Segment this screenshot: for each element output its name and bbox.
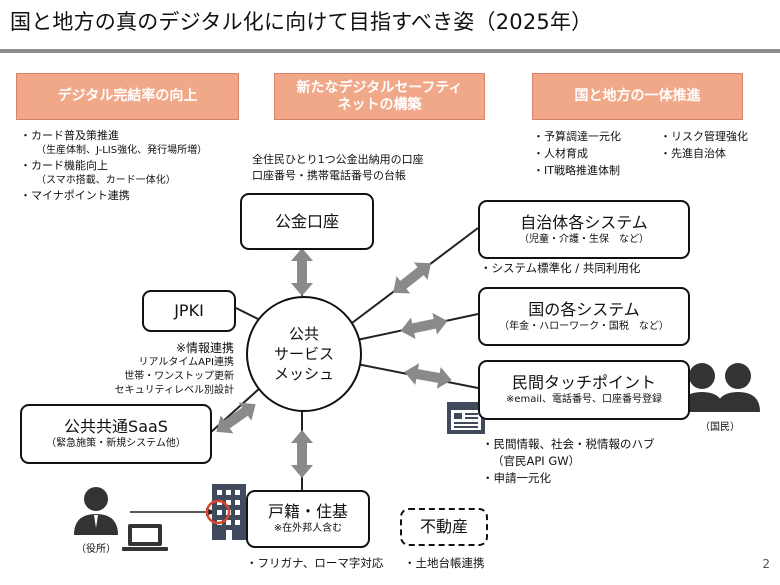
digital-completion-notes: ・カード普及策推進 （生産体制、J-LIS強化、発行場所増） ・カード機能向上 … bbox=[20, 128, 207, 203]
node-jpki: JPKI bbox=[142, 290, 236, 332]
hub-line1: 公共 bbox=[288, 325, 319, 343]
note-application-unification: ・申請一元化 bbox=[482, 471, 551, 485]
office-label: （役所） bbox=[76, 544, 116, 555]
integration-notes-col1: ・予算調達一元化 ・人材育成 ・IT戦略推進体制 bbox=[533, 128, 621, 179]
banner-digital-completion: デジタル完結率の向上 bbox=[16, 73, 239, 120]
double-arrow-saas bbox=[210, 395, 262, 441]
banner-digital-safety-net: 新たなデジタルセーフティネットの構築 bbox=[274, 73, 485, 120]
person-pair-icon bbox=[680, 363, 760, 412]
node-private-touchpoint-label: 民間タッチポイント bbox=[511, 373, 656, 392]
node-municipal-systems: 自治体各システム （児童・介護・生保 など） bbox=[478, 200, 690, 259]
family-register-note: ・フリガナ、ローマ字対応 bbox=[246, 556, 384, 570]
note-mynapoint: ・マイナポイント連携 bbox=[20, 189, 130, 202]
note-card-function-detail: （スマホ搭載、カード一体化） bbox=[36, 175, 176, 186]
node-real-estate-label: 不動産 bbox=[419, 517, 468, 536]
double-arrow-jichitai bbox=[386, 254, 438, 302]
double-arrow-kuni bbox=[398, 310, 450, 342]
banner-safety-net-line2: ネットの構築 bbox=[337, 96, 422, 113]
info-link-heading: ※情報連携 bbox=[175, 341, 234, 355]
title-divider bbox=[0, 49, 780, 53]
node-family-register: 戸籍・住基 ※在外邦人含む bbox=[246, 490, 370, 548]
note-account-ledger: 口座番号・携帯電話番号の台帳 bbox=[252, 169, 406, 182]
info-link-notes: ※情報連携 リアルタイムAPI連携 世帯・ワンストップ更新 セキュリティレベル別… bbox=[110, 340, 234, 398]
note-api-gateway: （官民API GW） bbox=[492, 454, 581, 468]
double-arrow-koukin bbox=[291, 248, 313, 296]
note-it-strategy: ・IT戦略推進体制 bbox=[533, 164, 620, 177]
node-jpki-label: JPKI bbox=[174, 301, 204, 320]
double-arrow-koseki bbox=[291, 430, 313, 478]
building-icon bbox=[205, 484, 246, 540]
app-window-icon bbox=[447, 402, 485, 434]
node-public-saas-label: 公共共通SaaS bbox=[64, 417, 168, 436]
note-private-hub: ・民間情報、社会・税情報のハブ bbox=[482, 437, 655, 451]
note-risk: ・リスク管理強化 bbox=[660, 130, 748, 143]
node-municipal-systems-label: 自治体各システム bbox=[520, 212, 648, 232]
page-title: 国と地方の真のデジタル化に向けて目指すべき姿（2025年） bbox=[10, 10, 593, 34]
hub-line3: メッシュ bbox=[273, 365, 334, 383]
private-touchpoint-notes: ・民間情報、社会・税情報のハブ （官民API GW） ・申請一元化 bbox=[482, 436, 655, 487]
page-number: 2 bbox=[762, 557, 770, 571]
node-municipal-systems-detail: （児童・介護・生保 など） bbox=[519, 233, 649, 245]
node-family-register-detail: ※在外邦人含む bbox=[273, 523, 343, 534]
node-real-estate: 不動産 bbox=[400, 508, 488, 546]
note-hr: ・人材育成 bbox=[533, 147, 588, 160]
info-link-household-update: 世帯・ワンストップ更新 bbox=[124, 371, 234, 382]
node-public-account-label: 公金口座 bbox=[274, 211, 339, 231]
laptop-icon bbox=[122, 524, 168, 551]
municipal-standardization-note: ・システム標準化 / 共同利用化 bbox=[480, 261, 641, 275]
citizens-label: （国民） bbox=[700, 422, 740, 433]
node-private-touchpoint-detail: ※email、電話番号、口座番号登録 bbox=[506, 394, 662, 405]
highlight-circle bbox=[205, 499, 231, 525]
arrowhead-office bbox=[206, 508, 216, 516]
node-family-register-label: 戸籍・住基 bbox=[267, 502, 348, 521]
public-service-mesh-hub: 公共 サービス メッシュ bbox=[246, 296, 362, 412]
info-link-security-level: セキュリティレベル別設計 bbox=[114, 385, 234, 396]
node-private-touchpoint: 民間タッチポイント ※email、電話番号、口座番号登録 bbox=[478, 360, 690, 420]
real-estate-note: ・土地台帳連携 bbox=[404, 556, 485, 570]
safety-net-notes: 全住民ひとり1つ公金出納用の口座 口座番号・携帯電話番号の台帳 bbox=[252, 152, 424, 184]
note-public-account: 全住民ひとり1つ公金出納用の口座 bbox=[252, 153, 424, 166]
person-icon bbox=[74, 487, 118, 535]
note-card-promotion: ・カード普及策推進 bbox=[20, 129, 119, 142]
banner-national-local-integration: 国と地方の一体推進 bbox=[532, 73, 743, 120]
hub-line2: サービス bbox=[273, 345, 334, 363]
note-budget: ・予算調達一元化 bbox=[533, 130, 621, 143]
node-public-saas-detail: （緊急施策・新規システム他） bbox=[46, 438, 186, 449]
node-public-saas: 公共共通SaaS （緊急施策・新規システム他） bbox=[20, 404, 212, 464]
node-national-systems: 国の各システム （年金・ハローワーク・国税 など） bbox=[478, 287, 690, 346]
node-national-systems-label: 国の各システム bbox=[528, 299, 640, 319]
note-card-function: ・カード機能向上 bbox=[20, 159, 108, 172]
note-advanced-municipality: ・先進自治体 bbox=[660, 147, 726, 160]
note-card-promotion-detail: （生産体制、J-LIS強化、発行場所増） bbox=[36, 145, 208, 156]
node-public-account: 公金口座 bbox=[240, 193, 374, 250]
info-link-realtime-api: リアルタイムAPI連携 bbox=[138, 357, 234, 368]
double-arrow-minkan bbox=[402, 360, 454, 392]
banner-safety-net-line1: 新たなデジタルセーフティ bbox=[296, 79, 463, 96]
node-national-systems-detail: （年金・ハローワーク・国税 など） bbox=[499, 320, 669, 332]
integration-notes-col2: ・リスク管理強化 ・先進自治体 bbox=[660, 128, 748, 162]
